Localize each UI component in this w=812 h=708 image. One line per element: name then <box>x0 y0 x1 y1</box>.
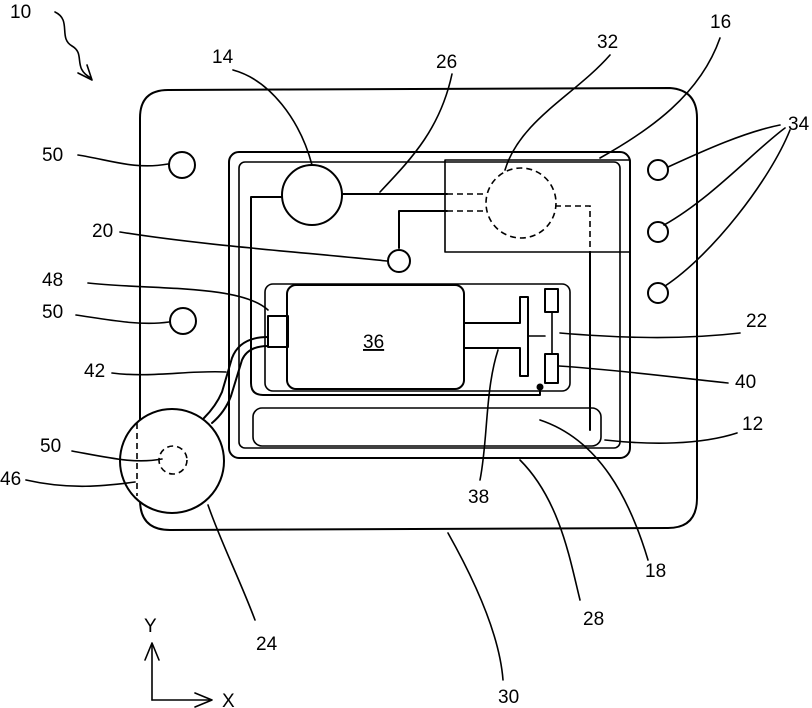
channel-18 <box>253 408 601 446</box>
label-26: 26 <box>436 52 457 73</box>
leader-38 <box>480 350 498 480</box>
leader-20 <box>120 232 387 261</box>
sensor-20 <box>388 250 410 272</box>
leader-24 <box>208 505 255 620</box>
leader-42 <box>112 372 226 375</box>
element-32-dashed <box>486 168 556 238</box>
leader-18 <box>540 420 648 560</box>
label-50-top: 50 <box>42 145 63 166</box>
trace-20 <box>399 211 447 248</box>
leader-50-top <box>78 155 168 166</box>
hole-34-a <box>648 160 668 180</box>
leader-10 <box>55 12 91 78</box>
label-34: 34 <box>788 114 810 135</box>
hole-50-top <box>169 152 195 178</box>
label-36: 36 <box>363 332 384 353</box>
leader-30 <box>448 533 503 680</box>
axis-label-y: Y <box>144 616 157 637</box>
trace-14-left <box>251 197 540 395</box>
leader-16 <box>600 38 720 158</box>
leader-22 <box>560 333 740 338</box>
component-16 <box>445 160 630 252</box>
label-16: 16 <box>710 12 731 33</box>
leader-14 <box>233 70 312 165</box>
leader-48 <box>88 283 268 310</box>
leader-12 <box>605 433 737 443</box>
hole-50-mid <box>170 308 196 334</box>
leader-26 <box>380 74 452 192</box>
label-42: 42 <box>84 361 105 382</box>
label-46: 46 <box>0 469 21 490</box>
label-38: 38 <box>468 487 489 508</box>
connector-48 <box>268 316 288 347</box>
switch-40 <box>545 354 558 383</box>
leader-46 <box>26 480 135 486</box>
chamber-outline <box>265 284 570 391</box>
junction-dot <box>537 384 544 391</box>
leader-50-mid <box>76 315 169 323</box>
label-48: 48 <box>42 270 63 291</box>
switch-22 <box>545 289 558 312</box>
axis-label-x: X <box>222 691 235 708</box>
leader-40 <box>559 366 728 383</box>
label-14: 14 <box>212 47 234 68</box>
label-50-mid: 50 <box>42 302 63 323</box>
label-24: 24 <box>256 634 278 655</box>
label-12: 12 <box>742 414 763 435</box>
label-32: 32 <box>597 32 618 53</box>
label-40: 40 <box>735 372 756 393</box>
dash-trace-c <box>555 206 590 252</box>
label-18: 18 <box>645 561 666 582</box>
label-30: 30 <box>498 687 519 708</box>
label-22: 22 <box>746 311 767 332</box>
plunger-38 <box>464 297 528 376</box>
leader-28 <box>520 460 580 600</box>
label-20: 20 <box>92 221 113 242</box>
label-50-low: 50 <box>40 436 61 457</box>
label-28: 28 <box>583 609 604 630</box>
leader-34c <box>665 130 790 286</box>
tube-42-inner <box>212 346 268 423</box>
pump-14 <box>282 165 342 225</box>
label-10: 10 <box>10 2 31 23</box>
inner-enclosure-inner <box>239 162 620 448</box>
